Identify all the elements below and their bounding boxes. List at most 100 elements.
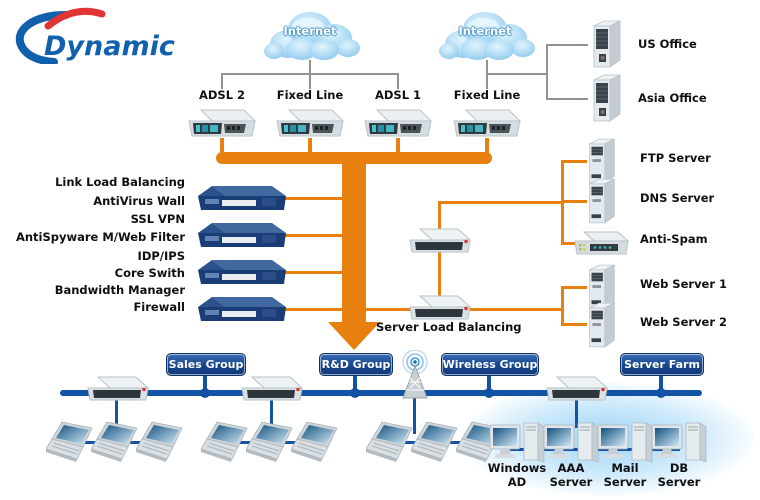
badge-stem-line: [203, 372, 207, 392]
badge-stem-line: [659, 372, 663, 392]
backbone-junction-dot: [656, 388, 666, 398]
company-logo: Dynamic: [8, 4, 178, 64]
farm-server-db: [650, 418, 708, 466]
modem-uplink-line: [396, 138, 400, 154]
web-bus-line: [561, 286, 564, 326]
lan-switch-rnd: [240, 374, 304, 402]
appliance-label: SSL VPN: [130, 212, 185, 226]
modem-uplink-line: [308, 138, 312, 154]
laptop: [246, 421, 296, 463]
logo-red-swoosh-icon: [44, 7, 106, 30]
laptop: [201, 421, 251, 463]
wan-link-label: Fixed Line: [276, 88, 344, 102]
farm-drop-line: [575, 396, 578, 428]
badge-stem-line: [353, 372, 357, 392]
appliance-label: Core Swith: [114, 266, 185, 280]
load-balancer-1: [408, 226, 472, 254]
office-label: Asia Office: [638, 91, 707, 105]
dmz-upper-link-line: [438, 201, 564, 204]
laptop: [136, 421, 186, 463]
group-badge-label: Server Farm: [624, 358, 700, 371]
appliance-label: Firewall: [133, 300, 185, 314]
lan-backbone-line: [60, 390, 702, 396]
group-badge-label: R&D Group: [321, 358, 391, 371]
adsl1-drop-line: [397, 73, 399, 89]
security-appliance-1: [196, 184, 288, 212]
appliance-label: Link Load Balancing: [55, 175, 185, 189]
farm-server-mail: [596, 418, 654, 466]
dmz-server-label: Anti-Spam: [640, 232, 708, 246]
farm-server-label: Mail Server: [593, 461, 657, 489]
farm-server-label-line1: DB: [669, 461, 689, 475]
web-server-1: [582, 264, 620, 310]
appliance-label: AntiSpyware M/Web Filter: [15, 230, 185, 244]
fixedline1-drop-line: [309, 73, 311, 89]
switch-drop-line: [115, 396, 118, 434]
server-load-balancing-label: Server Load Balancing: [376, 320, 522, 334]
main-trunk: [342, 158, 366, 324]
backbone-junction-dot: [484, 388, 494, 398]
modem-adsl-1: [364, 108, 432, 138]
appliance-label: Bandwidth Manager: [54, 283, 185, 297]
farm-server-label-line1: Windows: [487, 461, 547, 475]
web2-stub-line: [561, 323, 587, 326]
laptop: [411, 421, 461, 463]
group-badge-rnd: R&D Group: [319, 353, 393, 376]
web1-stub-line: [561, 286, 587, 289]
group-badge-label: Sales Group: [168, 358, 244, 371]
modem-uplink-line: [485, 138, 489, 154]
web-server-2: [582, 302, 620, 348]
internet-label: Internet: [283, 24, 337, 38]
farm-server-label: Windows AD: [485, 461, 549, 489]
lan-switch-sales: [86, 374, 150, 402]
farm-server-label: DB Server: [647, 461, 711, 489]
farm-server-label-line1: AAA: [557, 461, 585, 475]
modem-adsl-2: [188, 108, 256, 138]
group-badge-server-farm: Server Farm: [620, 353, 704, 376]
farm-server-label-line2: AD: [507, 475, 527, 489]
farm-server-label-line2: Server: [549, 475, 593, 489]
dns-server: [582, 178, 620, 224]
farm-server-label-line2: Server: [603, 475, 647, 489]
appliance-label: AntiVirus Wall: [93, 194, 185, 208]
farm-server-aaa: [542, 418, 600, 466]
us-office-link-line: [546, 44, 588, 46]
lb-riser-line: [438, 201, 441, 309]
security-appliance-2: [196, 221, 288, 249]
office-riser-line: [546, 44, 548, 100]
badge-stem-line: [487, 372, 491, 392]
laptop: [366, 421, 416, 463]
internet-label: Internet: [458, 24, 512, 38]
us-office-server: [586, 20, 626, 68]
cloud1-stem-line: [309, 60, 311, 74]
appliance-label: IDP/IPS: [137, 249, 185, 263]
appliance-link-line: [268, 308, 342, 311]
internet-cloud-2: Internet: [433, 4, 537, 64]
dns-stub-line: [561, 200, 587, 203]
farm-server-label: AAA Server: [539, 461, 603, 489]
wan-link-label: Fixed Line: [453, 88, 521, 102]
laptop: [46, 421, 96, 463]
adsl2-drop-line: [221, 73, 223, 89]
farm-server-windows-ad: [488, 418, 546, 466]
group-badge-label: Wireless Group: [442, 358, 538, 371]
wireless-antenna: [396, 350, 434, 400]
appliance-link-line: [268, 234, 342, 237]
office-branch-line: [486, 73, 548, 75]
laptop: [291, 421, 341, 463]
logo-text: Dynamic: [44, 31, 175, 62]
modem-fixed-line-1: [276, 108, 344, 138]
load-balancer-2: [408, 293, 472, 321]
internet-cloud-1: Internet: [258, 4, 362, 64]
appliance-link-line: [268, 271, 342, 274]
ftp-stub-line: [561, 160, 587, 163]
cloud-icon: [264, 12, 360, 60]
dmz-server-label: Web Server 2: [640, 315, 728, 329]
switch-drop-line: [270, 396, 273, 434]
wan-link-label: ADSL 1: [374, 88, 422, 102]
group-badge-sales: Sales Group: [166, 353, 246, 376]
cloud-icon: [439, 12, 535, 60]
wan-link-label: ADSL 2: [198, 88, 246, 102]
backbone-junction-dot: [350, 388, 360, 398]
backbone-junction-dot: [200, 388, 210, 398]
